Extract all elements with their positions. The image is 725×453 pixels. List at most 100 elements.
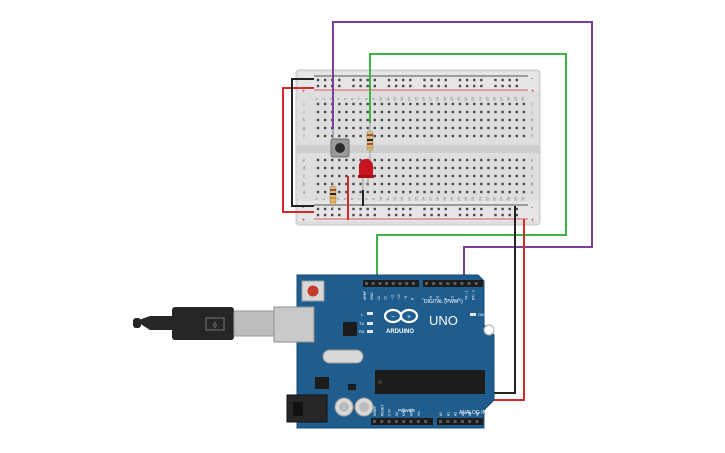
breadboard-hole[interactable] — [423, 78, 426, 82]
breadboard-hole[interactable] — [323, 166, 327, 170]
breadboard-hole[interactable] — [402, 126, 405, 130]
breadboard-hole[interactable] — [316, 102, 320, 106]
breadboard-hole[interactable] — [423, 158, 426, 162]
breadboard-hole[interactable] — [473, 126, 476, 130]
breadboard-hole[interactable] — [494, 213, 497, 217]
breadboard-hole[interactable] — [380, 190, 384, 194]
breadboard-hole[interactable] — [380, 166, 384, 170]
breadboard-hole[interactable] — [501, 207, 504, 211]
breadboard-hole[interactable] — [345, 190, 348, 194]
breadboard-hole[interactable] — [473, 166, 476, 170]
breadboard-hole[interactable] — [394, 78, 398, 82]
breadboard-hole[interactable] — [423, 102, 426, 106]
breadboard-hole[interactable] — [522, 110, 526, 114]
wire-rail-plus-bridge[interactable] — [282, 87, 314, 213]
breadboard-hole[interactable] — [508, 78, 511, 82]
breadboard-hole[interactable] — [402, 110, 405, 114]
breadboard-hole[interactable] — [338, 207, 341, 211]
breadboard-hole[interactable] — [402, 190, 405, 194]
breadboard-hole[interactable] — [366, 213, 369, 217]
breadboard-hole[interactable] — [444, 110, 447, 114]
breadboard-hole[interactable] — [394, 126, 398, 130]
breadboard-hole[interactable] — [522, 126, 526, 130]
breadboard-hole[interactable] — [465, 102, 469, 106]
header-pin[interactable] — [446, 282, 450, 285]
breadboard-hole[interactable] — [345, 134, 348, 138]
breadboard-hole[interactable] — [494, 158, 497, 162]
breadboard-hole[interactable] — [515, 213, 518, 217]
breadboard-hole[interactable] — [451, 110, 455, 114]
breadboard-hole[interactable] — [480, 110, 483, 114]
breadboard-hole[interactable] — [515, 158, 518, 162]
breadboard-hole[interactable] — [458, 174, 462, 178]
breadboard-hole[interactable] — [316, 174, 320, 178]
breadboard-hole[interactable] — [366, 78, 369, 82]
breadboard-hole[interactable] — [451, 102, 455, 106]
breadboard-hole[interactable] — [380, 102, 384, 106]
breadboard-hole[interactable] — [316, 166, 320, 170]
breadboard-hole[interactable] — [465, 182, 469, 186]
breadboard-hole[interactable] — [394, 166, 398, 170]
breadboard-hole[interactable] — [323, 134, 327, 138]
breadboard-hole[interactable] — [387, 78, 391, 82]
breadboard-hole[interactable] — [345, 110, 348, 114]
breadboard-hole[interactable] — [522, 118, 526, 122]
breadboard-hole[interactable] — [430, 126, 433, 130]
breadboard-hole[interactable] — [480, 213, 483, 217]
breadboard-hole[interactable] — [416, 190, 419, 194]
header-pin[interactable] — [425, 282, 428, 285]
breadboard-hole[interactable] — [373, 78, 376, 82]
breadboard-hole[interactable] — [423, 166, 426, 170]
breadboard-hole[interactable] — [444, 78, 447, 82]
breadboard-hole[interactable] — [480, 126, 483, 130]
breadboard-hole[interactable] — [451, 134, 455, 138]
breadboard-hole[interactable] — [394, 174, 398, 178]
breadboard-hole[interactable] — [494, 126, 497, 130]
breadboard-hole[interactable] — [494, 207, 497, 211]
breadboard-hole[interactable] — [387, 166, 391, 170]
breadboard-hole[interactable] — [380, 126, 384, 130]
breadboard-hole[interactable] — [331, 166, 334, 170]
breadboard-hole[interactable] — [473, 174, 476, 178]
breadboard-hole[interactable] — [366, 102, 369, 106]
breadboard-hole[interactable] — [423, 84, 426, 88]
breadboard-hole[interactable] — [345, 102, 348, 106]
breadboard-hole[interactable] — [473, 182, 476, 186]
header-pin[interactable] — [446, 420, 450, 423]
breadboard[interactable]: - + - + - + - + 112233445566778899101011… — [295, 69, 541, 226]
breadboard-hole[interactable] — [352, 84, 355, 88]
breadboard-hole[interactable] — [430, 118, 433, 122]
breadboard-hole[interactable] — [359, 110, 362, 114]
breadboard-hole[interactable] — [501, 213, 504, 217]
breadboard-hole[interactable] — [373, 207, 376, 211]
breadboard-hole[interactable] — [345, 166, 348, 170]
breadboard-hole[interactable] — [416, 134, 419, 138]
breadboard-hole[interactable] — [316, 182, 320, 186]
breadboard-hole[interactable] — [402, 174, 405, 178]
resistor-pulldown[interactable] — [329, 182, 337, 210]
breadboard-hole[interactable] — [465, 207, 469, 211]
breadboard-hole[interactable] — [394, 134, 398, 138]
breadboard-holes[interactable] — [316, 78, 526, 217]
breadboard-hole[interactable] — [473, 158, 476, 162]
header-pin[interactable] — [475, 420, 479, 423]
breadboard-hole[interactable] — [352, 110, 355, 114]
breadboard-hole[interactable] — [352, 158, 355, 162]
breadboard-hole[interactable] — [394, 182, 398, 186]
breadboard-hole[interactable] — [338, 102, 341, 106]
breadboard-hole[interactable] — [458, 78, 462, 82]
breadboard-hole[interactable] — [359, 78, 362, 82]
breadboard-hole[interactable] — [338, 158, 341, 162]
breadboard-hole[interactable] — [409, 166, 412, 170]
breadboard-hole[interactable] — [345, 126, 348, 130]
button-cap-icon[interactable] — [335, 143, 345, 153]
breadboard-hole[interactable] — [338, 174, 341, 178]
breadboard-hole[interactable] — [487, 126, 490, 130]
breadboard-hole[interactable] — [402, 207, 405, 211]
breadboard-hole[interactable] — [423, 126, 426, 130]
breadboard-hole[interactable] — [416, 182, 419, 186]
breadboard-hole[interactable] — [323, 182, 327, 186]
breadboard-hole[interactable] — [359, 102, 362, 106]
header-pin[interactable] — [424, 420, 428, 423]
breadboard-hole[interactable] — [430, 182, 433, 186]
